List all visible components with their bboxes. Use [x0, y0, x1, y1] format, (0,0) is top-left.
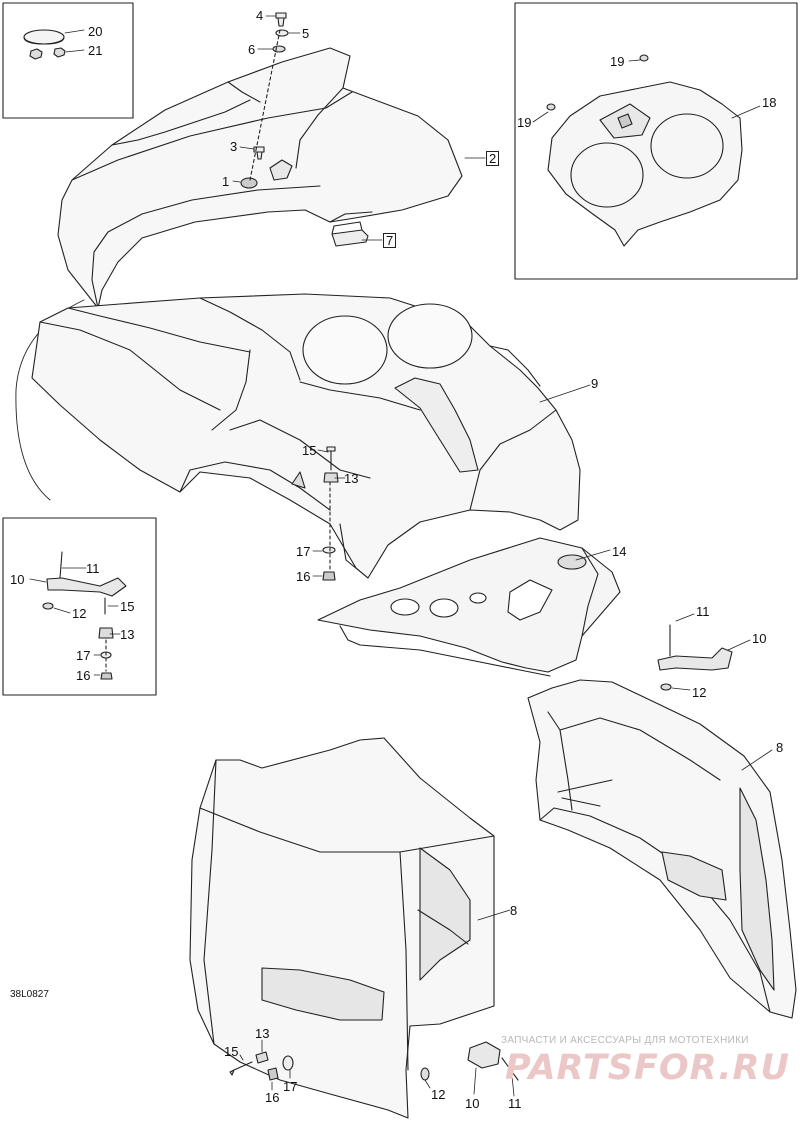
- callout-11-right: 11: [696, 604, 710, 619]
- mirror-part-10-right: [657, 624, 733, 671]
- detail-box-top-left: [2, 2, 134, 119]
- callout-11-bottom: 11: [508, 1096, 522, 1111]
- washer-part-17-center: [322, 546, 336, 554]
- grommet-part-1: [240, 177, 258, 189]
- callout-17-left: 17: [76, 648, 91, 663]
- washer-part-17-bottom: [282, 1055, 294, 1071]
- cap-part-20: [23, 29, 65, 45]
- screw-part-15-bottom: [229, 1061, 253, 1076]
- callout-20: 20: [88, 24, 103, 39]
- side-panel-part-8-right: [527, 679, 797, 1019]
- callout-9: 9: [591, 376, 599, 391]
- spacer-part-13-bottom: [255, 1051, 269, 1064]
- callout-15-bottom: 15: [224, 1044, 239, 1059]
- callout-14: 14: [612, 544, 627, 559]
- callout-8-right: 8: [776, 740, 784, 755]
- callout-8-left: 8: [510, 903, 518, 918]
- callout-16-left: 16: [76, 668, 91, 683]
- callout-4: 4: [256, 8, 264, 23]
- callout-10-right: 10: [752, 631, 767, 646]
- callout-7: 7: [383, 233, 397, 248]
- callout-10-bottom: 10: [465, 1096, 480, 1111]
- nut-part-16-left: [100, 672, 113, 680]
- callout-17-center: 17: [296, 544, 311, 559]
- callout-16-center: 16: [296, 569, 311, 584]
- console-part-9: [31, 293, 581, 579]
- callout-13-center: 13: [344, 471, 359, 486]
- callout-11-left: 11: [86, 561, 100, 576]
- callout-13-left: 13: [120, 627, 135, 642]
- callout-16-bottom: 16: [265, 1090, 280, 1105]
- screw-part-4: [275, 12, 287, 27]
- callout-12-left: 12: [72, 606, 87, 621]
- assembly-line: [249, 29, 281, 181]
- rivet-part-19-top: [639, 54, 649, 62]
- callout-6: 6: [248, 42, 256, 57]
- callout-2: 2: [486, 151, 500, 166]
- nut-part-21: [29, 47, 66, 60]
- spacer-part-13-center: [323, 472, 339, 483]
- callout-12-bottom: 12: [431, 1087, 446, 1102]
- detail-box-gauge-support: [514, 2, 798, 280]
- clip-part-7: [331, 221, 369, 247]
- spacer-part-13-left: [98, 627, 114, 639]
- rivet-part-19-left: [546, 103, 556, 111]
- windshield-part-2: [57, 47, 463, 309]
- mirror-part-10-bottom: [467, 1041, 501, 1069]
- washer-part-12-bottom: [420, 1067, 430, 1081]
- callout-19-left: 19: [517, 115, 532, 130]
- nut-part-16-center: [322, 571, 336, 581]
- callout-3: 3: [230, 139, 238, 154]
- callout-15-center: 15: [302, 443, 317, 458]
- callout-1: 1: [222, 174, 230, 189]
- watermark-logo: PARTSFOR.RU: [505, 1048, 790, 1088]
- callout-18: 18: [762, 95, 777, 110]
- detail-box-mirror-left: [2, 517, 157, 696]
- watermark-subtitle: ЗАПЧАСТИ И АКСЕССУАРЫ ДЛЯ МОТОТЕХНИКИ: [501, 1035, 749, 1046]
- callout-10-left: 10: [10, 572, 25, 587]
- panel-part-14: [317, 537, 621, 677]
- screw-part-15-center: [326, 446, 336, 471]
- callout-5: 5: [302, 26, 310, 41]
- side-panel-part-8-left: [189, 737, 495, 1119]
- callout-13-bottom: 13: [255, 1026, 270, 1041]
- callout-12-right: 12: [692, 685, 707, 700]
- callout-15-left: 15: [120, 599, 135, 614]
- drawing-code: 38L0827: [10, 989, 49, 1000]
- callout-19-top: 19: [610, 54, 625, 69]
- washer-part-6: [272, 45, 286, 53]
- washer-part-12-right: [660, 683, 672, 691]
- washer-part-12-left: [42, 602, 54, 610]
- washer-part-5: [275, 29, 289, 37]
- mirror-part-10-left: [46, 551, 127, 597]
- nut-part-16-bottom: [267, 1067, 279, 1081]
- callout-17-bottom: 17: [283, 1079, 298, 1094]
- screw-part-11-bottom: [501, 1057, 519, 1081]
- callout-21: 21: [88, 43, 103, 58]
- gauge-support-part-18: [547, 81, 743, 247]
